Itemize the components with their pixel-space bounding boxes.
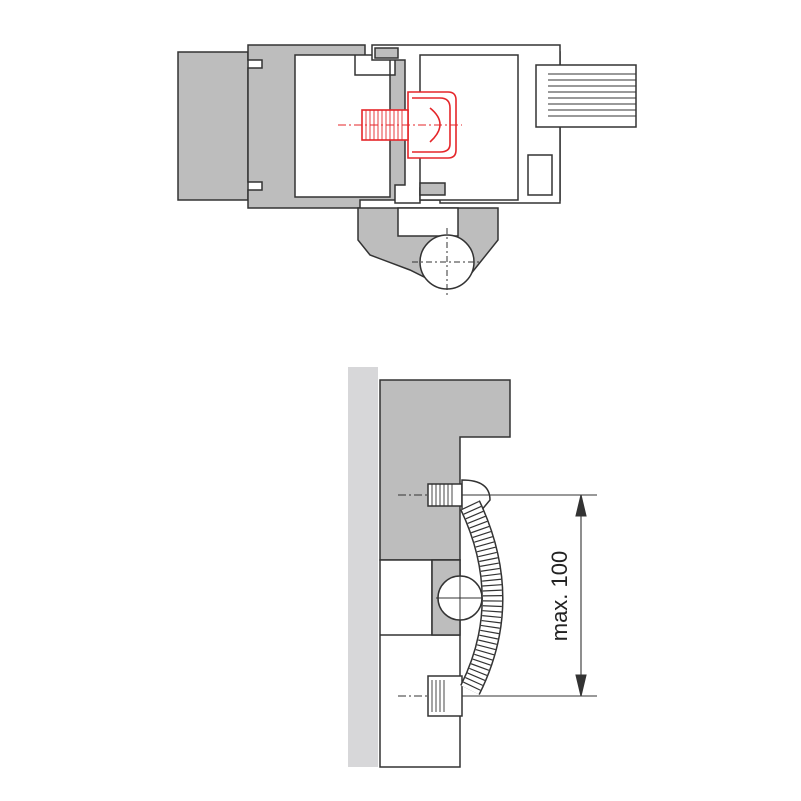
cable-conduit [460,500,504,695]
chamber-notch [354,55,390,76]
hinge-slot [397,207,459,237]
side-hinge-axis [436,574,484,622]
t-slot-detail-top [374,47,399,59]
profile-section-top [177,44,637,298]
red-screw-shank [361,109,409,141]
t-slot-detail [419,182,446,196]
top-screw [427,479,491,513]
wall-strip [348,367,378,767]
red-cap-inner [412,97,451,153]
red-cap-outer [407,91,457,159]
side-view-bottom [348,367,597,768]
red-fastener [338,91,462,159]
bottom-screw [427,675,463,717]
max-dimension-label: max. 100 [547,551,572,642]
axis-lines [398,494,428,697]
left-frame-block [177,51,249,201]
small-square-chamber [527,154,553,196]
gasket-ribs [548,73,636,117]
dimension-lines [462,494,597,697]
hinge-pin-axis [412,228,482,298]
gasket-block [535,64,637,128]
